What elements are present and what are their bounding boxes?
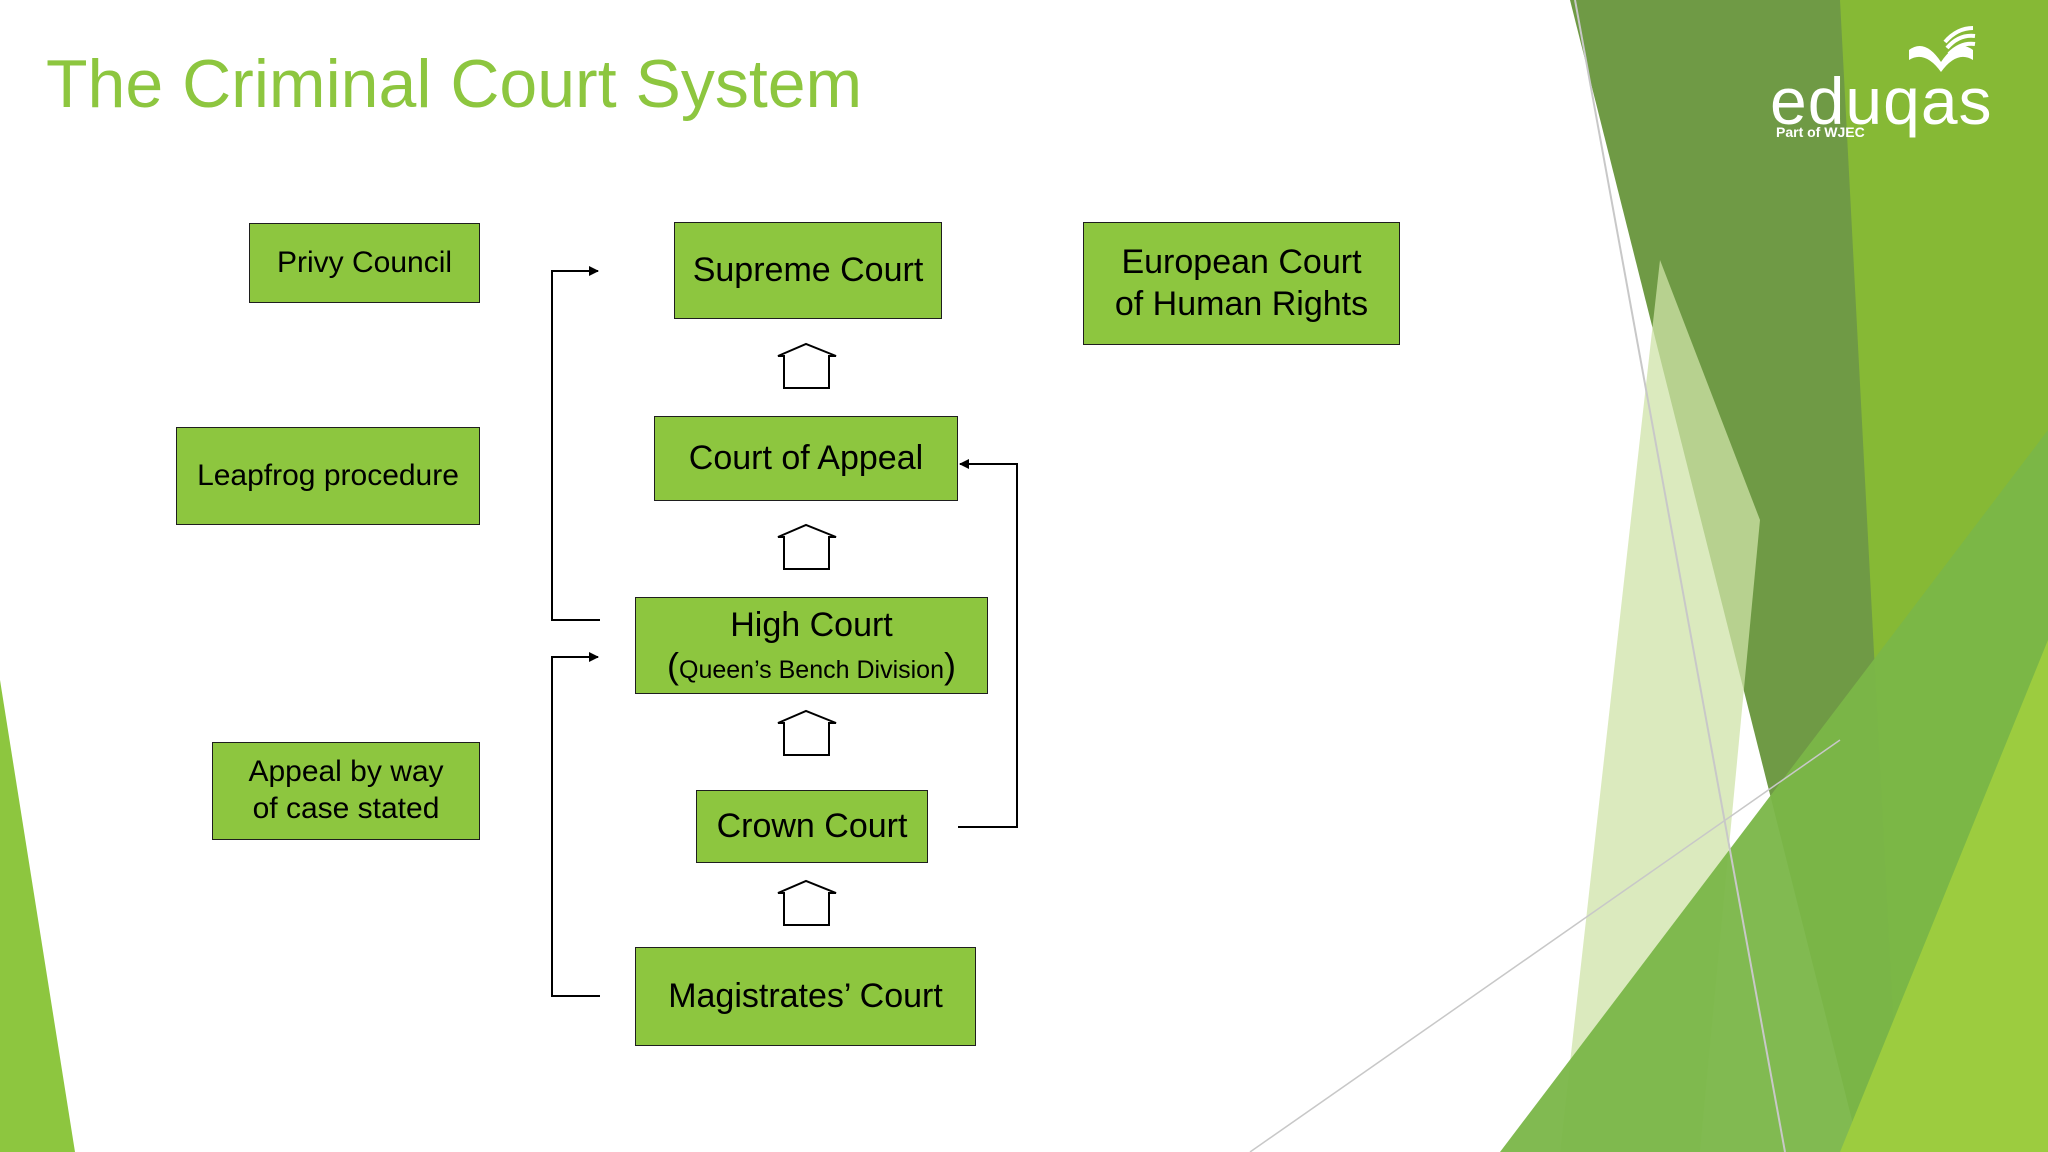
crown-court-label: Crown Court [716,806,908,845]
echr-label-line2: of Human Rights [1114,284,1369,323]
bg-thin-line-1 [1574,0,1786,1152]
high-court-box: High Court (Queen’s Bench Division) [635,597,988,694]
logo-wordmark: eduqas [1770,64,1993,138]
bg-thin-line-2 [1249,739,1841,1152]
magistrates-court-label: Magistrates’ Court [668,976,943,1015]
open-book-icon [1909,26,1976,72]
logo-tagline: Part of WJEC [1776,124,1865,140]
leapfrog-procedure-box: Leapfrog procedure [176,427,480,525]
privy-council-box: Privy Council [249,223,480,303]
high-court-close-paren: ) [943,644,956,686]
high-court-label: High Court [730,606,893,645]
case-stated-label-line1: Appeal by way [248,755,444,789]
high-court-open-paren: ( [667,644,680,686]
eduqas-logo: eduqas Part of WJEC [1770,20,2000,150]
supreme-court-label: Supreme Court [692,250,924,289]
high-court-division: (Queen’s Bench Division) [667,644,956,686]
bg-shape-lime-lower [1840,640,2048,1152]
magistrates-court-box: Magistrates’ Court [635,947,976,1046]
leapfrog-procedure-label: Leapfrog procedure [197,458,459,492]
echr-box: European Court of Human Rights [1083,222,1400,345]
crown-court-box: Crown Court [696,790,928,863]
supreme-court-box: Supreme Court [674,222,942,319]
case-stated-label-line2: of case stated [252,792,440,825]
high-court-division-label: Queen’s Bench Division [679,655,944,684]
page-title: The Criminal Court System [46,46,863,122]
privy-council-label: Privy Council [276,245,453,279]
court-of-appeal-box: Court of Appeal [654,416,958,501]
court-of-appeal-label: Court of Appeal [688,438,924,477]
case-stated-box: Appeal by way of case stated [212,742,480,840]
bg-shape-left-strip [0,680,75,1152]
bg-shape-green-lower [1500,430,2048,1152]
echr-label-line1: European Court [1121,243,1362,282]
